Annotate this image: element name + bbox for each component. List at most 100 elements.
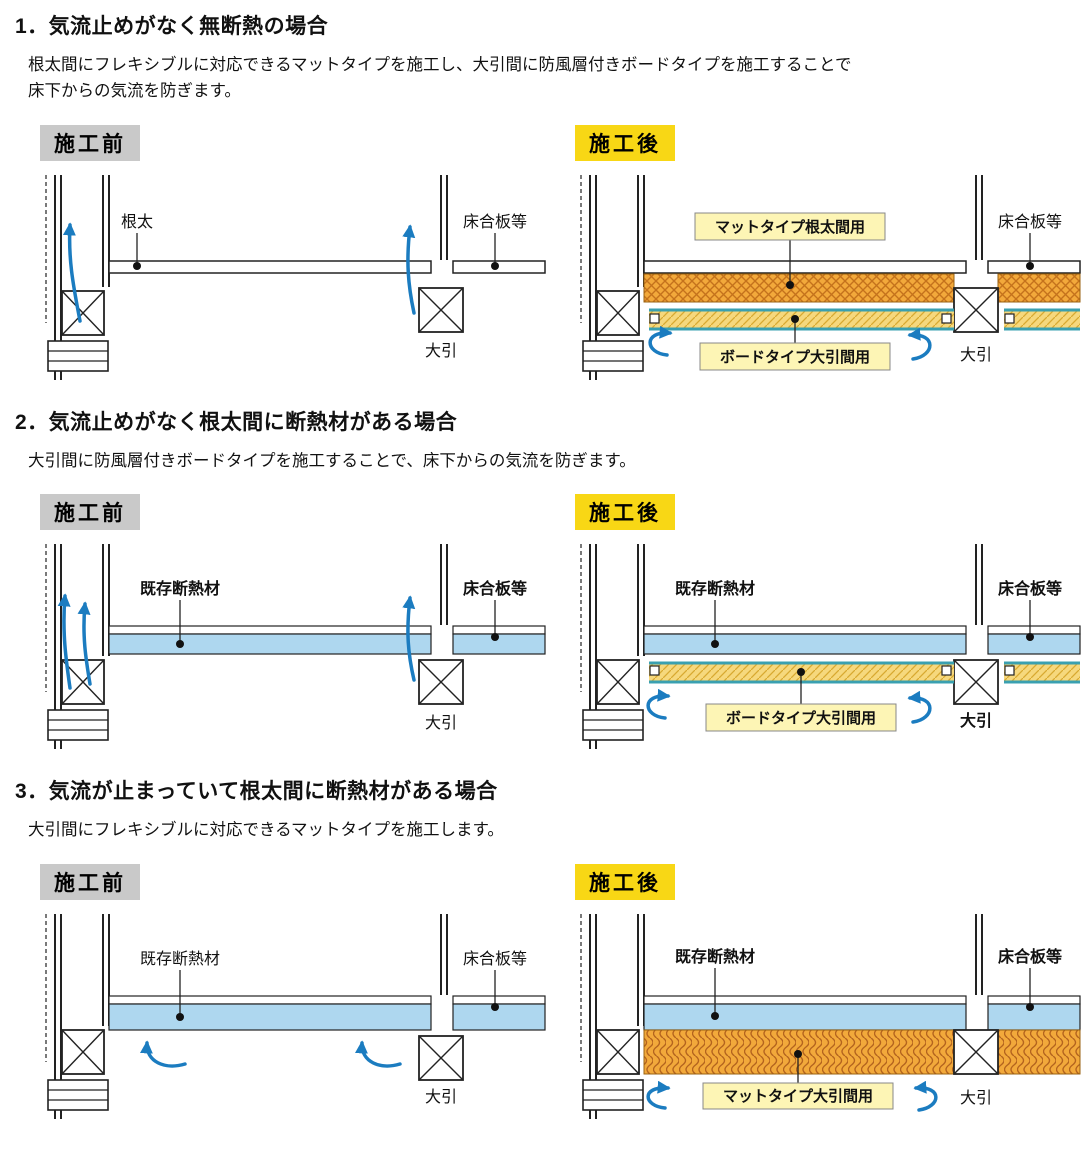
case-2-after-panel: 施工後	[575, 494, 1085, 757]
girder-label: 大引	[425, 342, 457, 360]
floor-board-label: 床合板等	[463, 950, 527, 1011]
floor-boards	[108, 994, 546, 1005]
svg-text:既存断熱材: 既存断熱材	[140, 579, 220, 598]
floor-board-label: 床合板等	[463, 579, 527, 642]
floor-boards	[643, 625, 1081, 635]
after-construction-label: 施工後	[575, 494, 675, 531]
after-construction-label: 施工後	[575, 124, 675, 161]
existing-insulation-label: 既存断熱材	[675, 579, 755, 649]
svg-text:床合板等: 床合板等	[998, 579, 1062, 598]
svg-text:根太: 根太	[121, 213, 153, 231]
case-2-section: 2．気流止めがなく根太間に断熱材がある場合 大引間に防風層付きボードタイプを施工…	[15, 406, 1085, 757]
right-post	[975, 544, 983, 626]
case-1-description: 根太間にフレキシブルに対応できるマットタイプを施工し、大引間に防風層付きボードタ…	[28, 56, 852, 101]
existing-insulation	[643, 633, 1081, 655]
case-2-panels: 施工前	[40, 494, 1085, 757]
case-1-section: 1．気流止めがなく無断熱の場合 根太間にフレキシブルに対応できるマットタイプを施…	[15, 10, 1085, 388]
svg-text:床合板等: 床合板等	[998, 213, 1062, 231]
floor-boards	[108, 625, 546, 635]
case-1-title: 1．気流止めがなく無断熱の場合	[15, 15, 329, 38]
case-3-title: 3．気流が止まっていて根太間に断熱材がある場合	[15, 780, 498, 804]
foundation	[582, 1078, 644, 1111]
before-construction-label: 施工前	[40, 124, 140, 161]
case-2-title: 2．気流止めがなく根太間に断熱材がある場合	[15, 410, 458, 434]
sill-post	[61, 1028, 105, 1075]
svg-text:マットタイプ根太間用: マットタイプ根太間用	[715, 218, 865, 236]
board-insulation	[649, 661, 1080, 684]
svg-text:ボードタイプ大引間用: ボードタイプ大引間用	[726, 709, 876, 727]
floor-board-label: 床合板等	[998, 579, 1062, 642]
svg-text:既存断熱材: 既存断熱材	[675, 947, 755, 966]
foundation	[47, 339, 109, 372]
blocked-airflow-arrows	[646, 688, 932, 724]
foundation	[47, 709, 109, 741]
case-3-after-panel: 施工後	[575, 863, 1085, 1127]
girder-post	[953, 286, 999, 333]
airflow-arrows	[57, 593, 416, 690]
mat-type-callout: マットタイプ大引間用	[702, 1049, 894, 1110]
girder-post	[953, 659, 999, 706]
case-1-after-diagram: マットタイプ根太間用 ボードタイプ大引間用 床合板等 大引	[580, 174, 1081, 380]
sill-post	[596, 1028, 640, 1075]
board-type-callout: ボードタイプ大引間用	[705, 668, 897, 732]
case-3-description: 大引間にフレキシブルに対応できるマットタイプを施工します。	[28, 821, 504, 840]
svg-text:床合板等: 床合板等	[463, 950, 527, 968]
right-post	[440, 913, 448, 995]
existing-insulation-label: 既存断熱材	[140, 950, 220, 1021]
before-construction-label: 施工前	[40, 494, 140, 531]
airflow-arrows	[62, 222, 416, 323]
mat-insulation	[643, 1029, 1081, 1075]
case-2-before-diagram: 既存断熱材 床合板等 大引	[45, 544, 546, 750]
existing-insulation-label: 既存断熱材	[140, 579, 220, 649]
case-3-before-diagram: 既存断熱材 床合板等 大引	[45, 913, 546, 1119]
existing-insulation	[108, 1002, 546, 1031]
floor-board-label: 床合板等	[998, 947, 1062, 1011]
existing-insulation	[643, 1002, 1081, 1031]
sill-post	[61, 289, 105, 336]
foundation	[47, 1078, 109, 1111]
after-construction-label: 施工後	[575, 863, 675, 900]
girder-label: 大引	[960, 346, 992, 364]
sill-post	[596, 289, 640, 336]
floor-boards	[643, 260, 1081, 274]
sill-post	[596, 659, 640, 706]
case-2-after-diagram: 既存断熱材 床合板等 ボードタイプ大引間用 大引	[580, 544, 1081, 750]
girder-label: 大引	[960, 711, 992, 730]
case-3-before-panel: 施工前	[40, 863, 560, 1127]
existing-insulation	[108, 633, 546, 655]
case-1-before-panel: 施工前	[40, 124, 560, 388]
case-3-panels: 施工前	[40, 863, 1085, 1127]
case-1-after-panel: 施工後	[575, 124, 1085, 388]
girder-label: 大引	[425, 1088, 457, 1106]
case-1-before-diagram: 根太 床合板等 大引	[45, 174, 546, 380]
svg-text:マットタイプ大引間用: マットタイプ大引間用	[723, 1087, 873, 1105]
right-post	[975, 913, 983, 995]
board-insulation	[649, 308, 1080, 331]
svg-text:床合板等: 床合板等	[463, 579, 527, 598]
svg-text:ボードタイプ大引間用: ボードタイプ大引間用	[720, 348, 870, 366]
before-construction-label: 施工前	[40, 863, 140, 900]
girder-post	[418, 1034, 464, 1081]
foundation	[582, 339, 644, 372]
svg-text:既存断熱材: 既存断熱材	[675, 579, 755, 598]
board-type-callout: ボードタイプ大引間用	[699, 314, 891, 371]
blocked-airflow-arrows	[646, 1080, 938, 1112]
joist-label: 根太	[121, 213, 153, 270]
mat-insulation	[643, 273, 1081, 303]
existing-insulation-label: 既存断熱材	[675, 947, 755, 1020]
girder-post	[418, 286, 464, 333]
floor-boards	[643, 994, 1081, 1005]
airflow-arrows	[139, 1039, 402, 1068]
case-3-after-diagram: 既存断熱材 床合板等 マットタイプ大引間用 大引	[580, 913, 1081, 1119]
floor-boards	[108, 260, 546, 274]
case-1-panels: 施工前	[40, 124, 1085, 388]
svg-text:床合板等: 床合板等	[463, 213, 527, 231]
right-post	[975, 174, 983, 260]
case-3-section: 3．気流が止まっていて根太間に断熱材がある場合 大引間にフレキシブルに対応できる…	[15, 775, 1085, 1126]
blocked-airflow-arrows	[648, 325, 932, 361]
case-2-before-panel: 施工前	[40, 494, 560, 757]
girder-post	[953, 1028, 999, 1075]
case-2-description: 大引間に防風層付きボードタイプを施工することで、床下からの気流を防ぎます。	[28, 451, 636, 470]
girder-label: 大引	[425, 714, 457, 732]
